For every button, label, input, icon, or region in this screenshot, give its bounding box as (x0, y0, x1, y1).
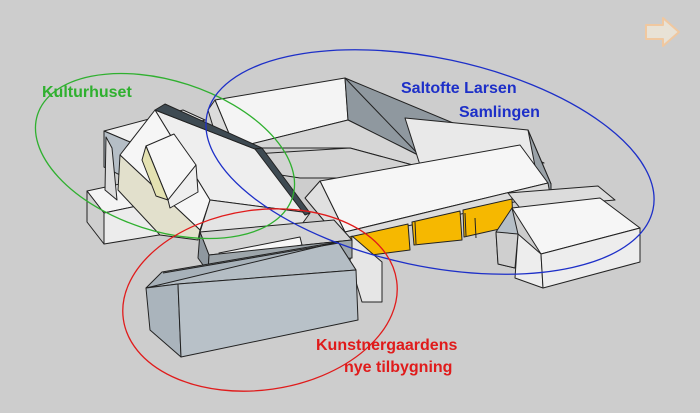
label-kunstner-line2: nye tilbygning (344, 359, 453, 376)
building-kulturhuset (117, 103, 311, 241)
next-arrow-icon[interactable] (643, 15, 683, 49)
building-kunstner-extension (145, 241, 359, 358)
saltofte-ellipse (205, 49, 655, 275)
kunstner-ellipse (122, 208, 398, 392)
kulturhuset-ellipse (34, 72, 296, 240)
label-kulturhuset: Kulturhuset (42, 84, 132, 101)
building-southeast-annex (495, 185, 641, 289)
label-saltofte-line2: Samlingen (459, 104, 540, 121)
label-saltofte-line1: Saltofte Larsen (401, 80, 517, 97)
label-kunstner-line1: Kunstnergaardens (316, 337, 458, 354)
